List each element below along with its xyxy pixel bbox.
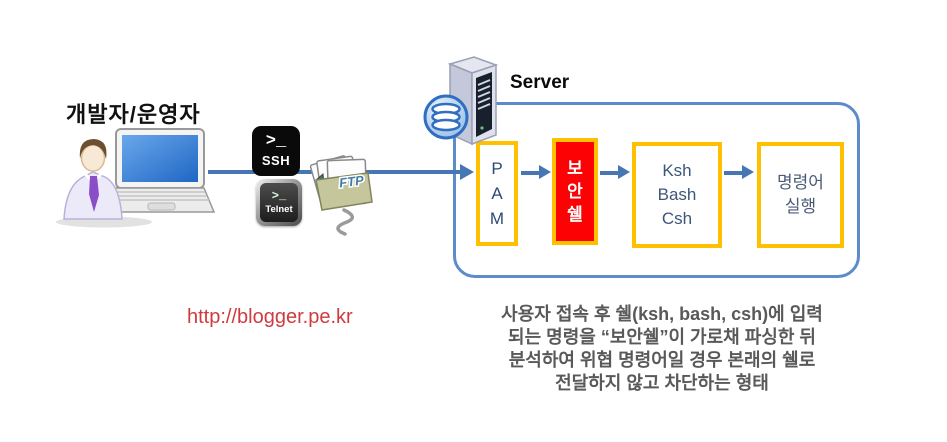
terminal-prompt-glyph: >_	[271, 188, 287, 203]
description-line: 전달하지 않고 차단하는 형태	[555, 373, 769, 393]
description-line: 되는 명령을 “보안쉘”이 가로채 파싱한 뒤	[508, 327, 816, 347]
shell-name: Ksh	[662, 161, 692, 180]
shell-name: Csh	[661, 209, 693, 228]
description-line: 분석하여 위협 명령어일 경우 본래의 쉘로	[508, 350, 816, 370]
secure-shell-box: 보 안 쉘	[552, 138, 598, 245]
secure-shell-char: 쉘	[567, 205, 583, 224]
server-label: Server	[510, 72, 570, 93]
shell-name: Bash	[657, 185, 697, 204]
user-role-label: 개발자/운영자	[66, 102, 201, 127]
description-text: 사용자 접속 후 쉘(ksh, bash, csh)에 입력 되는 명령을 “보…	[462, 303, 862, 395]
pam-box: P A M	[476, 141, 518, 246]
flow-arrow-line	[724, 171, 744, 175]
command-exec-line: 명령어	[777, 173, 824, 192]
telnet-icon-label: Telnet	[265, 203, 293, 215]
flow-arrow-line	[521, 171, 541, 175]
ssh-icon: >_ SSH	[252, 126, 300, 176]
server-icon	[423, 56, 499, 146]
command-exec-line: 실행	[784, 197, 817, 216]
server-boundary	[453, 102, 860, 278]
telnet-screen: >_ Telnet	[260, 183, 298, 222]
user-laptop-illustration	[56, 128, 216, 228]
pam-letter: A	[491, 184, 503, 203]
ftp-icon-label: FTP	[338, 173, 365, 191]
terminal-prompt-glyph: >_	[265, 132, 287, 151]
telnet-icon: >_ Telnet	[256, 179, 302, 226]
flow-arrow-head	[742, 165, 754, 179]
secure-shell-char: 보	[567, 159, 583, 178]
flow-arrow-line	[600, 171, 620, 175]
secure-shell-char: 안	[567, 182, 583, 201]
flow-arrow-head	[618, 165, 630, 179]
ftp-icon: FTP	[309, 155, 373, 236]
shells-box: Ksh Bash Csh	[632, 142, 722, 248]
pam-letter: M	[489, 209, 505, 228]
ssh-icon-label: SSH	[261, 153, 291, 168]
url-link[interactable]: http://blogger.pe.kr	[187, 306, 353, 328]
connection-arrow-head	[460, 163, 474, 180]
description-line: 사용자 접속 후 쉘(ksh, bash, csh)에 입력	[501, 304, 823, 324]
pam-letter: P	[491, 159, 503, 178]
command-exec-box: 명령어 실행	[757, 142, 844, 248]
flow-arrow-head	[539, 165, 551, 179]
